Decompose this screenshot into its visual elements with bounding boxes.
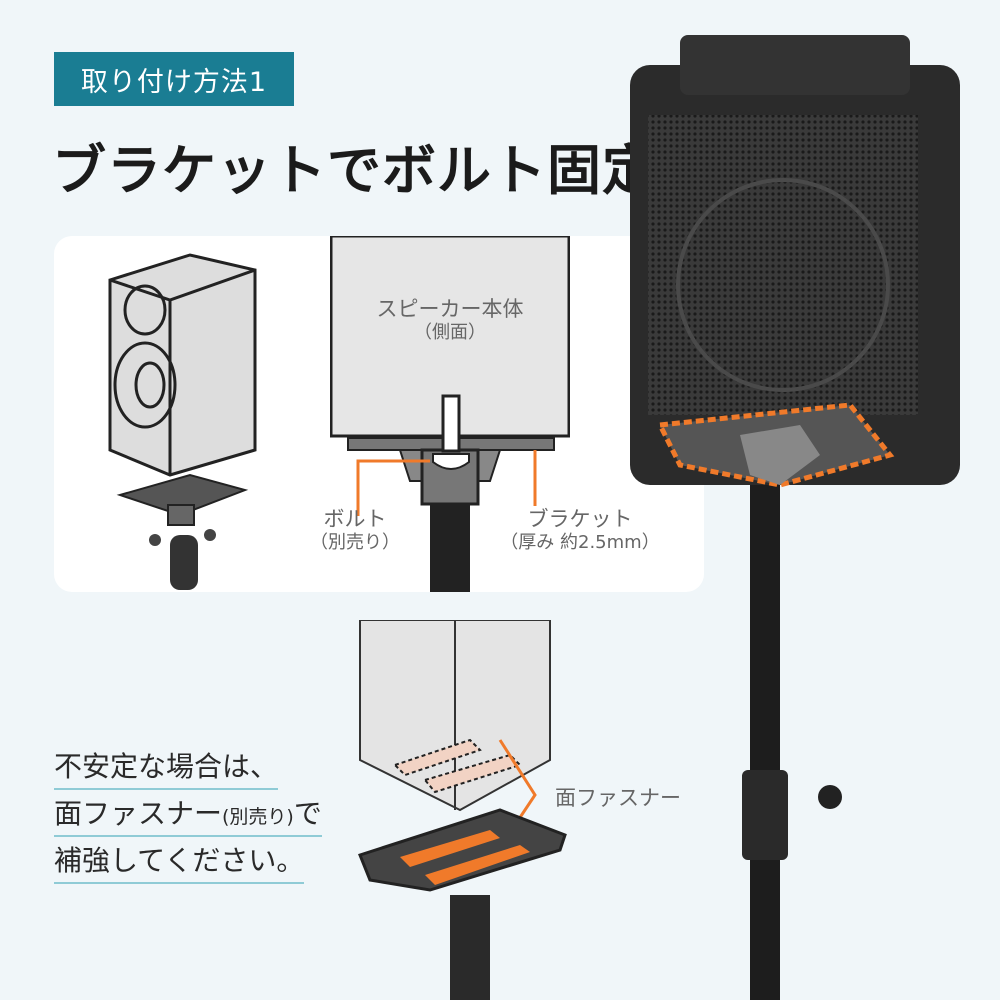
bracket-text: ブラケット [527, 507, 633, 531]
note-de: で [293, 797, 322, 830]
bolt-text: ボルト [323, 507, 387, 531]
bracket-note-text: （厚み 約2.5mm） [500, 532, 660, 554]
speaker-illustration [108, 253, 257, 590]
note-line-3: 補強してください。 [54, 839, 305, 884]
method-badge: 取り付け方法1 [54, 52, 294, 106]
note-line-2: 面ファスナー(別売り)で [54, 792, 322, 837]
speaker-body-text: スピーカー本体 [376, 297, 524, 321]
speaker-product-photo [630, 35, 960, 1000]
note-line-1: 不安定な場合は、 [54, 745, 279, 790]
fastener-illustration [358, 620, 567, 1000]
bracket-label: ブラケット （厚み 約2.5mm） [490, 506, 670, 555]
speaker-side-text: （側面） [414, 322, 486, 344]
bolt-section-diagram [330, 236, 570, 592]
bolt-note-text: （別売り） [310, 532, 400, 554]
note-sold-separately: (別売り) [222, 806, 294, 828]
note-fastener-text: 面ファスナー [54, 797, 223, 830]
speaker-body-label: スピーカー本体 （側面） [355, 296, 545, 345]
fastener-label: 面ファスナー [555, 786, 681, 810]
bolt-label: ボルト （別売り） [300, 506, 410, 555]
page-title: ブラケットでボルト固定 [52, 139, 657, 202]
